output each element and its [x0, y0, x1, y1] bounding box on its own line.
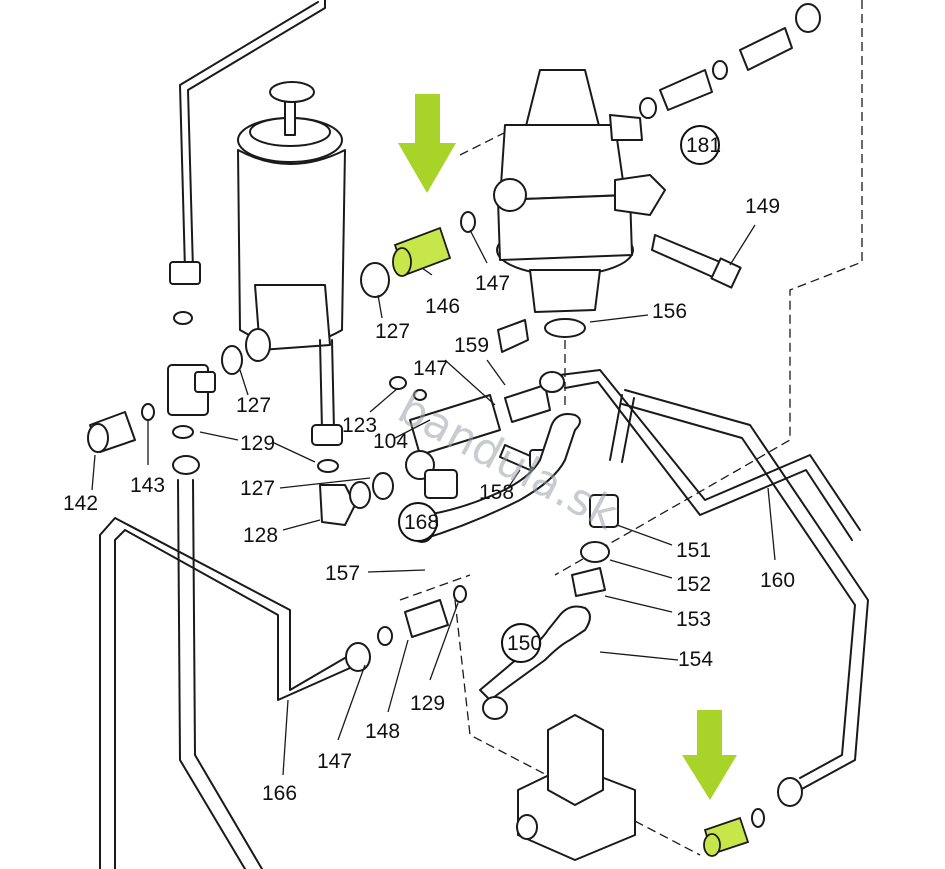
label-128: 128	[243, 524, 278, 547]
svg-text:150: 150	[507, 632, 542, 655]
fittings	[87, 211, 565, 526]
label-151: 151	[676, 539, 711, 562]
label-159: 159	[454, 334, 489, 357]
label-104: 104	[373, 430, 408, 453]
circled-label-181: 181	[680, 125, 721, 165]
label-158: 158	[479, 481, 514, 504]
pipes	[99, 0, 869, 869]
svg-text:168: 168	[404, 511, 439, 534]
fuel-pump	[493, 3, 821, 338]
label-127-c: 127	[240, 477, 275, 500]
label-149: 149	[745, 195, 780, 218]
filter-canister	[237, 81, 346, 446]
label-166: 166	[262, 782, 297, 805]
label-123: 123	[342, 414, 377, 437]
label-142: 142	[63, 492, 98, 515]
svg-text:181: 181	[686, 134, 721, 157]
label-154: 154	[678, 648, 713, 671]
circled-label-150: 150	[501, 623, 542, 663]
label-153: 153	[676, 608, 711, 631]
label-147-c: 147	[317, 750, 352, 773]
highlight-arrow-bottom-icon	[682, 710, 737, 800]
label-147-a: 147	[475, 272, 510, 295]
part-labels: 149 146 147 127 156 159 147 123 104 127 …	[63, 195, 795, 805]
label-157: 157	[325, 562, 360, 585]
label-146: 146	[425, 295, 460, 318]
label-147-b: 147	[413, 357, 448, 380]
highlight-arrow-top-icon	[398, 94, 456, 193]
label-129-a: 129	[240, 432, 275, 455]
leader-lines	[91, 224, 776, 776]
label-143: 143	[130, 474, 165, 497]
label-129-b: 129	[410, 692, 445, 715]
bottom-fittings	[345, 585, 803, 861]
label-160: 160	[760, 569, 795, 592]
label-148: 148	[365, 720, 400, 743]
label-156: 156	[652, 300, 687, 323]
label-127-b: 127	[236, 394, 271, 417]
circled-label-168: 168	[398, 502, 439, 542]
label-152: 152	[676, 573, 711, 596]
label-127-a: 127	[375, 320, 410, 343]
